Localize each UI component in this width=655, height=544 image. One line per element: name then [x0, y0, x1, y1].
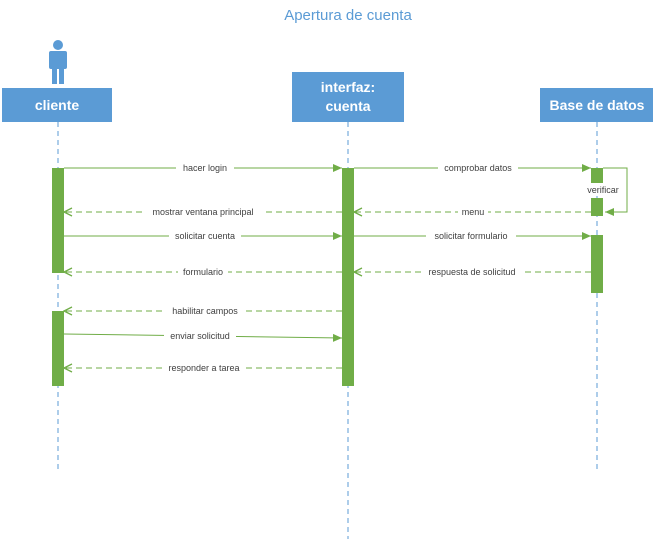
participant-label-line2: cuenta — [325, 98, 370, 114]
message-label-solicitar-formulario: solicitar formulario — [434, 231, 507, 241]
message-labels: hacer login comprobar datos verificar me… — [144, 163, 623, 374]
message-label-hacer-login: hacer login — [183, 163, 227, 173]
message-label-habilitar-campos: habilitar campos — [172, 306, 238, 316]
activation-cliente-1 — [52, 168, 64, 273]
message-label-respuesta-solicitud: respuesta de solicitud — [428, 267, 515, 277]
message-label-menu: menu — [462, 207, 485, 217]
activation-base-1 — [591, 168, 603, 184]
participant-base: Base de datos — [540, 88, 653, 122]
message-label-responder-tarea: responder a tarea — [168, 363, 239, 373]
activation-base-3 — [591, 235, 603, 293]
participant-box — [2, 88, 112, 122]
participant-interfaz: interfaz: cuenta — [292, 72, 404, 122]
message-arrow-verificar — [603, 167, 628, 216]
participant-box — [540, 88, 653, 122]
participant-label: cliente — [35, 97, 80, 113]
message-label-verificar: verificar — [587, 185, 619, 195]
activations — [52, 168, 603, 386]
diagram-title: Apertura de cuenta — [284, 7, 412, 24]
participant-cliente: cliente — [2, 88, 112, 122]
activation-cliente-2 — [52, 311, 64, 386]
message-label-comprobar-datos: comprobar datos — [444, 163, 512, 173]
message-label-formulario: formulario — [183, 267, 223, 277]
activation-interfaz — [342, 168, 354, 386]
message-label-solicitar-cuenta: solicitar cuenta — [175, 231, 235, 241]
message-label-mostrar-ventana: mostrar ventana principal — [152, 207, 253, 217]
participant-label: Base de datos — [550, 97, 645, 113]
lifelines — [57, 122, 598, 539]
person-icon — [49, 40, 67, 84]
participant-box — [292, 72, 404, 122]
message-label-enviar-solicitud: enviar solicitud — [170, 331, 230, 341]
activation-base-2 — [591, 198, 603, 216]
participant-label-line1: interfaz: — [321, 79, 375, 95]
